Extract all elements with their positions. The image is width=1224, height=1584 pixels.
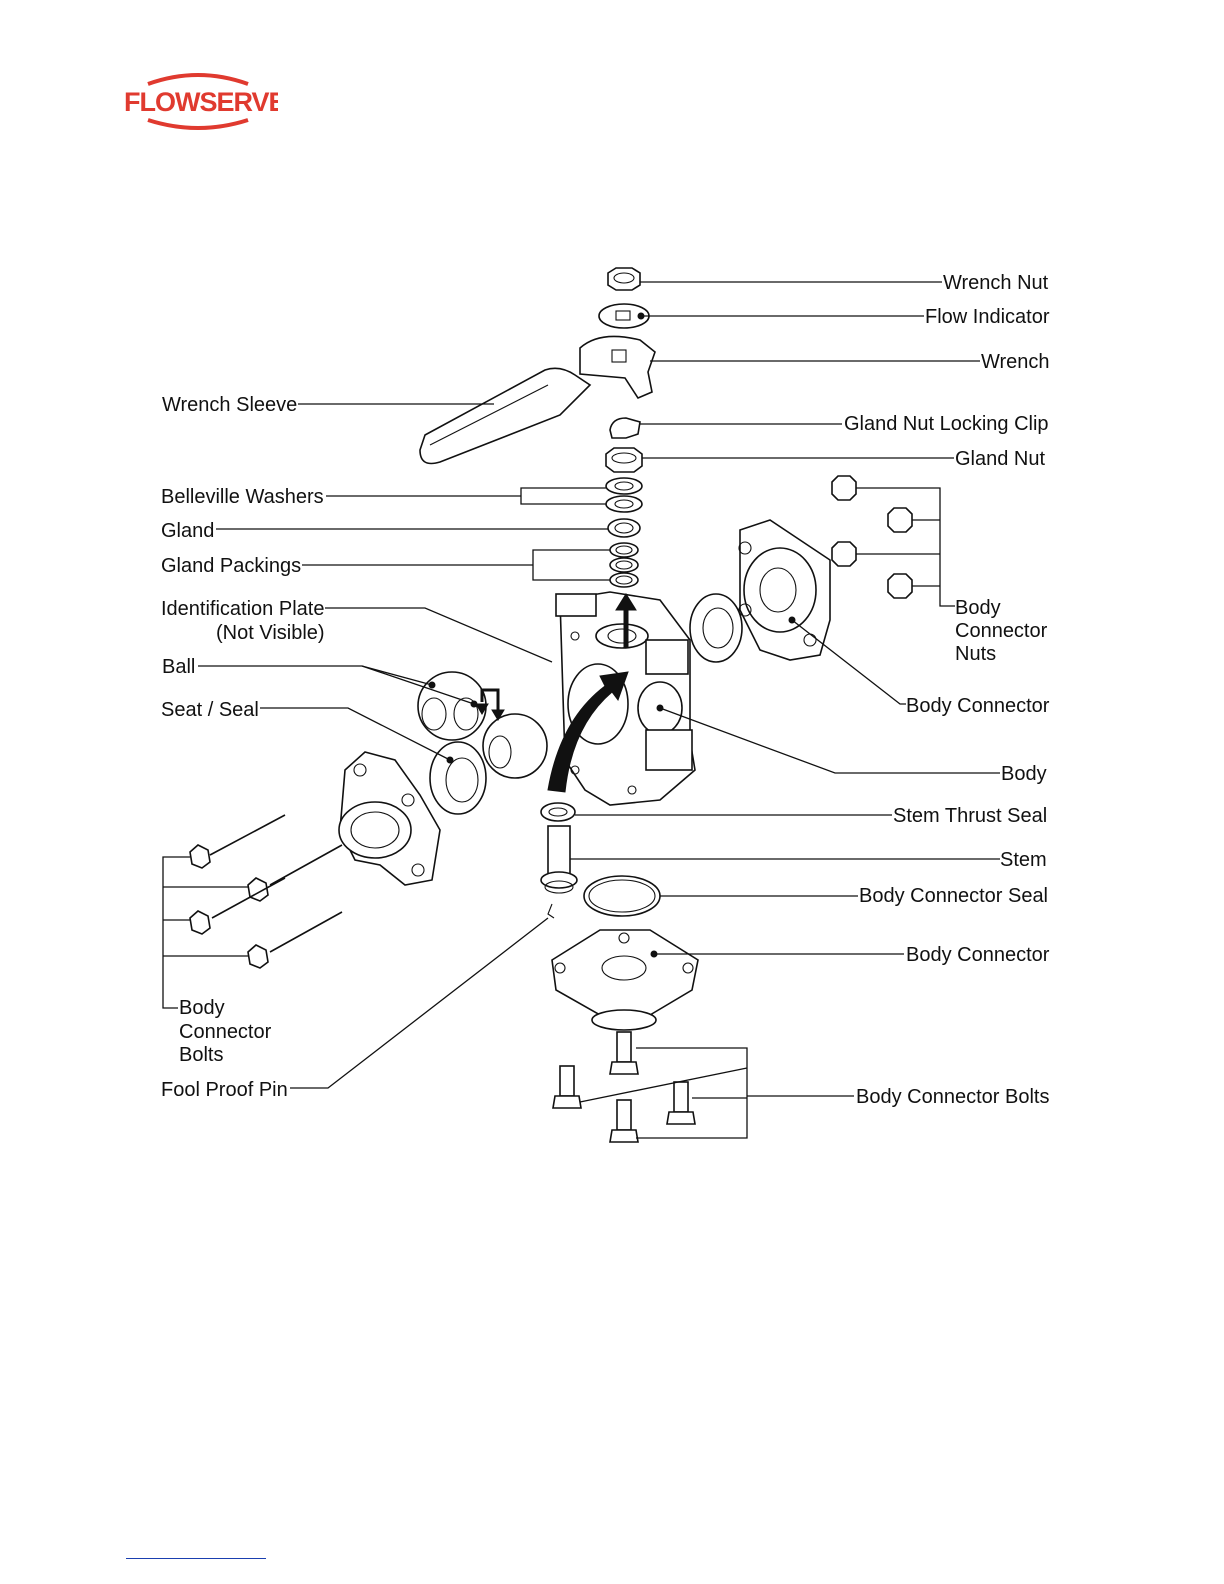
label-seat-seal: Seat / Seal (161, 699, 259, 721)
footer-rule (126, 1558, 266, 1559)
body-connector-left-part (338, 751, 441, 886)
up-arrow-icon (615, 593, 637, 648)
label-gland-nut-locking-clip: Gland Nut Locking Clip (844, 413, 1049, 435)
body-connector-seal-part (583, 875, 661, 917)
label-not-visible: (Not Visible) (216, 622, 325, 644)
stem-part (540, 825, 578, 919)
label-belleville-washers: Belleville Washers (161, 486, 324, 508)
gland-packings-part (609, 542, 639, 588)
label-body-connector-bolts-left-2: Connector (179, 1021, 272, 1043)
label-body-connector-seal: Body Connector Seal (859, 885, 1048, 907)
label-stem: Stem (1000, 849, 1047, 871)
label-ball: Ball (162, 656, 195, 678)
rotate-arrow-icon (475, 688, 505, 721)
body-connector-bolts-bottom-part (552, 1031, 696, 1143)
ball-part (417, 671, 548, 779)
body-connector-bottom-part (551, 929, 699, 1031)
label-body-connector-right: Body Connector (906, 695, 1050, 717)
label-body-connector-bottom: Body Connector (906, 944, 1050, 966)
label-body: Body (1001, 763, 1047, 785)
label-body-connector-bolts-left-3: Bolts (179, 1044, 223, 1066)
flowserve-logo: FLOWSERVE (124, 73, 278, 130)
label-body-connector-nuts-2: Connector (955, 620, 1048, 642)
flow-indicator-part (598, 303, 650, 329)
label-fool-proof-pin: Fool Proof Pin (161, 1079, 288, 1101)
label-stem-thrust-seal: Stem Thrust Seal (893, 805, 1047, 827)
label-body-connector-nuts-1: Body (955, 597, 1001, 619)
label-wrench: Wrench (981, 351, 1050, 373)
wrench-nut-part (607, 267, 641, 291)
label-body-connector-bolts-bottom: Body Connector Bolts (856, 1086, 1049, 1108)
label-wrench-nut: Wrench Nut (943, 272, 1049, 294)
gland-nut-locking-clip-part (609, 417, 641, 439)
gland-part (607, 518, 641, 538)
seat-seal-part (429, 741, 487, 815)
label-body-connector-nuts-3: Nuts (955, 643, 996, 665)
label-identification-plate: Identification Plate (161, 598, 324, 620)
leader-lines (162, 281, 1000, 1139)
wrench-part (419, 335, 656, 465)
body-connector-nuts-part (831, 475, 913, 599)
label-body-connector-bolts-left-1: Body (179, 997, 225, 1019)
stem-thrust-seal-part (540, 802, 576, 822)
label-flow-indicator: Flow Indicator (925, 306, 1050, 328)
logo-text: FLOWSERVE (124, 87, 278, 117)
label-wrench-sleeve: Wrench Sleeve (162, 394, 297, 416)
body-connector-bolts-left-part (189, 814, 343, 969)
label-gland: Gland (161, 520, 214, 542)
curved-arrow-icon (547, 671, 629, 793)
gland-nut-part (605, 447, 643, 473)
body-connector-right-part (689, 519, 831, 663)
belleville-washers-part (605, 477, 643, 513)
label-gland-nut: Gland Nut (955, 448, 1045, 470)
label-gland-packings: Gland Packings (161, 555, 301, 577)
